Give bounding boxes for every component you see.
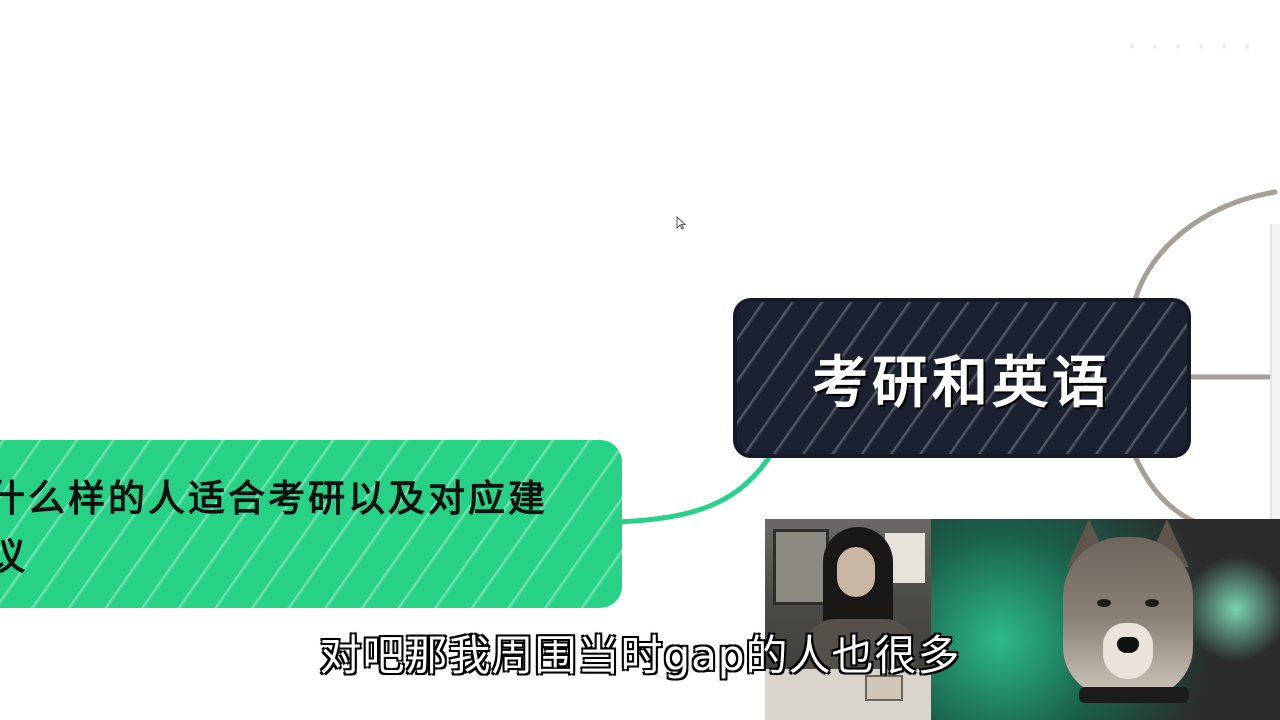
connector-left-branch (609, 453, 773, 525)
room-window (773, 529, 829, 605)
mindmap-branch-node[interactable]: 什么样的人适合考研以及对应建议 (0, 440, 622, 608)
hatch-texture (0, 440, 622, 608)
webcam-overlay (765, 519, 1280, 720)
dog-eye-left (1097, 599, 1111, 607)
webcam-room-view (765, 519, 931, 720)
offscreen-node-edge (1270, 224, 1280, 524)
webcam-dog-view (931, 519, 1280, 720)
connector-right-bottom (1132, 453, 1198, 525)
mindmap-center-node[interactable]: 考研和英语 (733, 298, 1191, 458)
book (865, 675, 903, 701)
mouse-cursor-icon (676, 216, 686, 230)
watermark: · · · · · · (1127, 30, 1254, 65)
dog-eye-right (1145, 599, 1159, 607)
green-glow (1191, 549, 1280, 669)
branch-node-label: 什么样的人适合考研以及对应建议 (0, 477, 548, 578)
desk (765, 669, 931, 720)
connector-right-top (1132, 189, 1278, 303)
dog-collar (1079, 687, 1189, 703)
person-face (837, 547, 875, 597)
hatch-texture (737, 302, 1187, 454)
dog-nose (1117, 637, 1139, 653)
center-node-label: 考研和英语 (812, 350, 1112, 416)
video-subtitle: 对吧那我周围当时gap的人也很多 (318, 630, 961, 681)
